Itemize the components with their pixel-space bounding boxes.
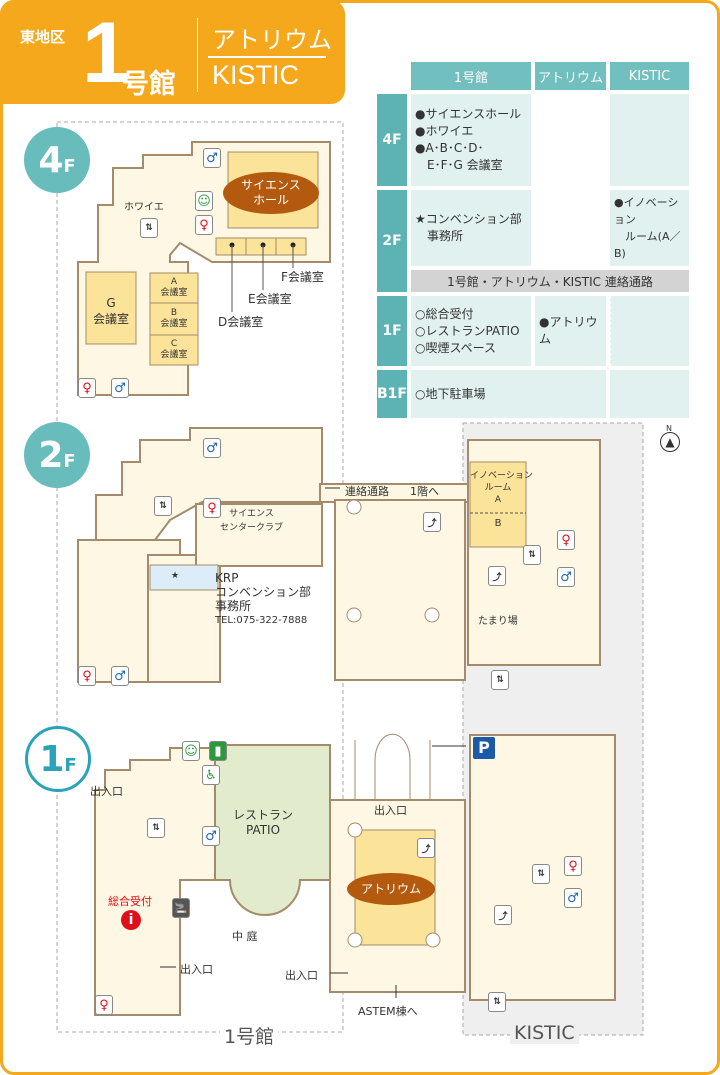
room-g[interactable]: G 会議室 bbox=[92, 296, 129, 326]
courtyard-label: 中 庭 bbox=[232, 930, 258, 943]
male-restroom-icon: ♂ bbox=[202, 826, 220, 846]
room-f[interactable]: F会議室 bbox=[281, 270, 324, 284]
female-restroom-icon: ♀ bbox=[557, 530, 575, 550]
female-restroom-icon: ♀ bbox=[78, 666, 96, 686]
elevator-icon: ⇅ bbox=[491, 670, 509, 690]
row-4f: 4F bbox=[377, 94, 407, 186]
female-restroom-icon: ♀ bbox=[78, 378, 96, 398]
cell-b1f-building1: ○地下駐車場 bbox=[410, 370, 606, 418]
col-atrium: アトリウム bbox=[534, 62, 606, 90]
cell-1f-building1: ○総合受付○レストランPATIO○喫煙スペース bbox=[410, 296, 531, 366]
room-b[interactable]: B 会議室 bbox=[160, 308, 188, 329]
krp-phone: TEL:075-322-7888 bbox=[215, 615, 308, 626]
entrance-label-1: 出入口 bbox=[90, 785, 123, 798]
elevator-icon: ⇅ bbox=[523, 545, 541, 565]
wheelchair-icon: ♿ bbox=[202, 765, 220, 785]
2f-atrium bbox=[334, 499, 466, 681]
restaurant-patio[interactable]: レストラン PATIO bbox=[233, 808, 294, 837]
elevator-icon: ⇅ bbox=[140, 218, 158, 238]
smoking-icon: 🚬 bbox=[172, 898, 190, 918]
cell-2f-kistic: ●イノベーション ルーム(A／B) bbox=[609, 190, 689, 266]
elevator-icon: ⇅ bbox=[147, 818, 165, 838]
cell-1f-atrium: ●アトリウム bbox=[534, 296, 606, 366]
escalator-icon: ⤴ bbox=[494, 905, 512, 925]
entrance-label-3: 出入口 bbox=[374, 804, 407, 817]
baby-care-icon: ☺ bbox=[182, 741, 200, 761]
building-number: 1 bbox=[82, 5, 130, 101]
building1-label: 1号館 bbox=[220, 1022, 279, 1049]
escalator-icon: ⤴ bbox=[488, 566, 506, 586]
building-suffix: 号館 bbox=[122, 69, 176, 100]
science-center-club[interactable]: サイエンス センタークラブ bbox=[220, 509, 284, 533]
2f-upper-wing bbox=[95, 427, 323, 541]
reception-label: 総合受付 bbox=[108, 895, 152, 908]
female-restroom-icon: ♀ bbox=[203, 498, 221, 518]
to-1f-label: 1階へ bbox=[410, 485, 439, 498]
male-restroom-icon: ♂ bbox=[111, 666, 129, 686]
female-restroom-icon: ♀ bbox=[95, 995, 113, 1015]
corridor-label: 連絡通路 bbox=[345, 485, 389, 498]
room-e[interactable]: E会議室 bbox=[248, 292, 292, 306]
escalator-icon: ⤴ bbox=[423, 512, 441, 532]
lounge-label: たまり場 bbox=[478, 616, 518, 627]
innovation-room-b[interactable]: B bbox=[494, 518, 502, 529]
col-building1: 1号館 bbox=[410, 62, 531, 90]
entrance-label-4: 出入口 bbox=[285, 969, 318, 982]
entrance-label-2: 出入口 bbox=[180, 963, 213, 976]
row-2f: 2F bbox=[377, 190, 407, 292]
innovation-room-a[interactable]: イノベーション ルーム A bbox=[470, 471, 533, 505]
male-restroom-icon: ♂ bbox=[564, 888, 582, 908]
kistic-label: KISTIC bbox=[510, 1022, 579, 1044]
header-kistic: KISTIC bbox=[212, 60, 300, 90]
row-1f: 1F bbox=[377, 296, 407, 366]
room-a[interactable]: A 会議室 bbox=[160, 277, 188, 298]
compass-label: N bbox=[666, 424, 672, 433]
cell-2f-building1: ★コンベンション部 事務所 bbox=[410, 190, 531, 266]
science-hall[interactable]: サイエンス ホール bbox=[223, 172, 319, 214]
district-label: 東地区 bbox=[20, 28, 66, 46]
atrium-oval[interactable]: アトリウム bbox=[347, 873, 435, 905]
room-d[interactable]: D会議室 bbox=[218, 315, 264, 329]
foyer-label: ホワイエ bbox=[124, 202, 164, 213]
info-icon: i bbox=[121, 910, 141, 930]
connecting-corridor-bar: 1号館・アトリウム・KISTIC 連絡通路 bbox=[410, 270, 689, 292]
header-divider bbox=[197, 18, 198, 92]
female-restroom-icon: ♀ bbox=[564, 856, 582, 876]
star-marker: ★ bbox=[171, 571, 180, 581]
male-restroom-icon: ♂ bbox=[111, 378, 129, 398]
multipurpose-restroom-icon: ▮ bbox=[209, 741, 227, 761]
male-restroom-icon: ♂ bbox=[203, 438, 221, 458]
col-kistic: KISTIC bbox=[609, 62, 689, 90]
parking-icon: P bbox=[473, 737, 495, 759]
cell-4f-building1: ●サイエンスホール●ホワイエ●A･B･C･D･ E･F･G 会議室 bbox=[410, 94, 531, 186]
room-c[interactable]: C 会議室 bbox=[160, 339, 188, 360]
baby-care-icon: ☺ bbox=[195, 191, 213, 211]
1f-left-building bbox=[94, 747, 216, 1016]
escalator-icon: ⤴ bbox=[417, 838, 435, 858]
elevator-icon: ⇅ bbox=[532, 864, 550, 884]
krp-office[interactable]: KRP コンベンション部 事務所 bbox=[215, 571, 312, 613]
header-atrium: アトリウム bbox=[212, 26, 332, 54]
male-restroom-icon: ♂ bbox=[557, 567, 575, 587]
header: 東地区 1 号館 アトリウム KISTIC bbox=[0, 0, 345, 104]
compass-icon: ▲ bbox=[660, 432, 680, 452]
elevator-icon: ⇅ bbox=[488, 992, 506, 1012]
header-underline bbox=[208, 56, 326, 58]
patio-area bbox=[214, 744, 331, 916]
astem-label: ASTEM棟へ bbox=[358, 1005, 418, 1018]
row-b1f: B1F bbox=[377, 370, 407, 418]
male-restroom-icon: ♂ bbox=[203, 148, 221, 168]
female-restroom-icon: ♀ bbox=[195, 215, 213, 235]
innovation-room bbox=[469, 461, 527, 548]
elevator-icon: ⇅ bbox=[154, 496, 172, 516]
